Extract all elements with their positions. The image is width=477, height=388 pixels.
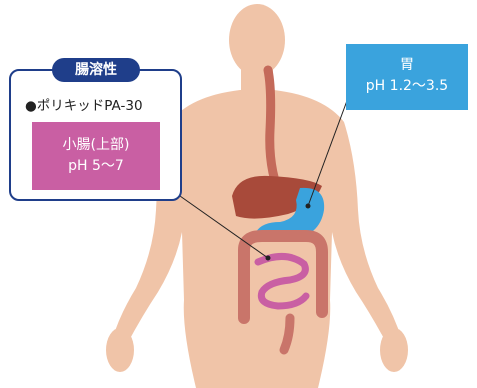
- small-intestine-pointer-dot: [266, 256, 271, 261]
- stomach-ph: pH 1.2〜3.5: [346, 76, 468, 97]
- stomach-pointer-dot: [306, 204, 311, 209]
- enteric-tag: 腸溶性: [52, 58, 140, 82]
- product-name: ●ポリキッドPA-30: [25, 94, 185, 114]
- small-intestine-ph: pH 5〜7: [32, 156, 160, 177]
- stomach-label: 胃: [346, 55, 468, 76]
- small-intestine-label: 小腸(上部): [32, 135, 160, 156]
- small-intestine-box: 小腸(上部) pH 5〜7: [32, 122, 160, 190]
- stomach-box: 胃 pH 1.2〜3.5: [346, 44, 468, 110]
